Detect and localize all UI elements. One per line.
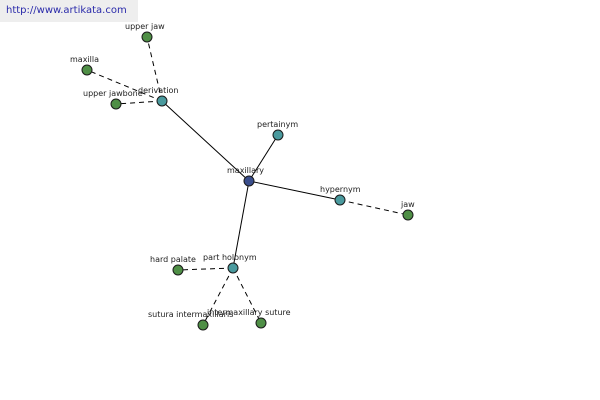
edge-part-holonym-hard-palate (177, 267, 234, 271)
edge-maxillary-part-holonym (232, 180, 250, 269)
label-maxillary: maxillary (227, 166, 264, 175)
edge-part-holonym-sutura-intermaxillaris (202, 267, 234, 326)
nodes (81, 31, 414, 331)
node-maxilla[interactable] (81, 64, 93, 76)
label-maxilla: maxilla (70, 55, 99, 64)
edge-part-holonym-intermaxillary-suture (232, 267, 262, 324)
edge-derivation-maxilla (86, 69, 163, 102)
label-pertainym: pertainym (257, 120, 298, 129)
node-derivation[interactable] (156, 95, 168, 107)
edge-hypernym-jaw (339, 199, 409, 216)
edges (86, 36, 409, 326)
label-jaw: jaw (400, 200, 415, 209)
edge-maxillary-hypernym (248, 180, 341, 201)
label-hard-palate: hard palate (150, 255, 196, 264)
edge-derivation-upper-jaw (146, 36, 163, 102)
edge-maxillary-pertainym (248, 134, 279, 182)
node-hard-palate[interactable] (172, 264, 184, 276)
node-jaw[interactable] (402, 209, 414, 221)
label-part-holonym: part holonym (203, 253, 257, 262)
node-upper-jaw[interactable] (141, 31, 153, 43)
labels: maxillary derivation pertainym hypernym … (70, 22, 415, 319)
label-hypernym: hypernym (320, 185, 361, 194)
label-derivation: derivation (138, 86, 178, 95)
label-intermaxillary-suture: intermaxillary suture (207, 308, 291, 317)
node-intermaxillary-suture[interactable] (255, 317, 267, 329)
edge-maxillary-derivation (161, 100, 250, 182)
node-sutura-intermaxillaris[interactable] (197, 319, 209, 331)
label-upper-jawbone: upper jawbone (83, 89, 143, 98)
node-part-holonym[interactable] (227, 262, 239, 274)
node-pertainym[interactable] (272, 129, 284, 141)
label-sutura-intermaxillaris: sutura intermaxillaris (148, 310, 233, 319)
node-hypernym[interactable] (334, 194, 346, 206)
edge-derivation-upper-jawbone (115, 100, 163, 105)
node-upper-jawbone[interactable] (110, 98, 122, 110)
node-maxillary[interactable] (243, 175, 255, 187)
source-url[interactable]: http://www.artikata.com (0, 0, 138, 22)
label-upper-jaw: upper jaw (125, 22, 165, 31)
